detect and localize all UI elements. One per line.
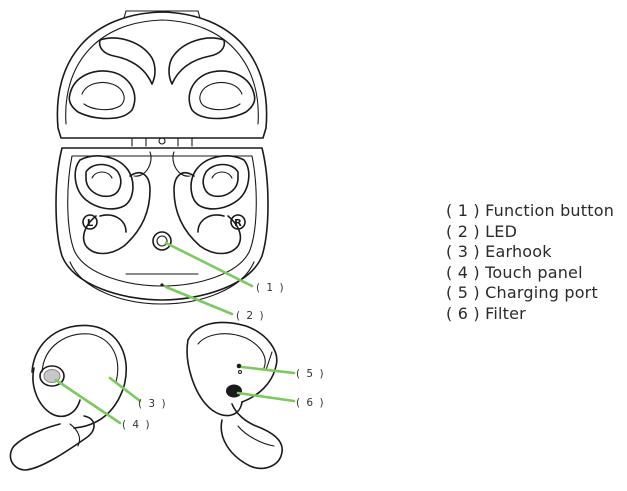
leader-2 <box>164 285 234 316</box>
parts-legend: ( 1 ) Function button ( 2 ) LED ( 3 ) Ea… <box>446 201 614 325</box>
legend-label: Charging port <box>485 283 598 303</box>
legend-item: ( 1 ) Function button <box>446 201 614 222</box>
leader-1 <box>164 241 254 288</box>
callout-4: ( 4 ) <box>122 419 151 431</box>
legend-item: ( 2 ) LED <box>446 222 614 243</box>
callout-2: ( 2 ) <box>236 310 265 322</box>
leader-5 <box>240 365 296 375</box>
leader-6 <box>236 391 296 403</box>
left-mark: L <box>87 218 94 229</box>
legend-item: ( 4 ) Touch panel <box>446 263 614 284</box>
legend-item: ( 3 ) Earhook <box>446 242 614 263</box>
left-earbud <box>9 324 128 471</box>
charging-case: L R <box>55 10 269 305</box>
right-mark: R <box>234 218 242 229</box>
leader-lines <box>54 241 296 425</box>
callout-3: ( 3 ) <box>138 398 167 410</box>
legend-num: ( 2 ) <box>446 221 480 241</box>
legend-label: Touch panel <box>485 262 583 282</box>
callout-5: ( 5 ) <box>296 368 325 380</box>
case-lid <box>56 10 268 147</box>
callout-6: ( 6 ) <box>296 397 325 409</box>
legend-label: LED <box>485 221 518 241</box>
right-marker <box>230 214 246 230</box>
legend-num: ( 5 ) <box>446 283 480 303</box>
callout-1: ( 1 ) <box>256 282 285 294</box>
legend-label: Earhook <box>485 242 552 262</box>
legend-label: Function button <box>485 201 615 220</box>
left-marker <box>82 214 98 230</box>
legend-num: ( 4 ) <box>446 262 480 282</box>
legend-num: ( 1 ) <box>446 201 480 220</box>
leader-3 <box>108 376 142 403</box>
right-earbud <box>186 321 283 470</box>
leader-4 <box>54 378 122 425</box>
legend-item: ( 5 ) Charging port <box>446 283 614 304</box>
legend-num: ( 3 ) <box>446 242 480 262</box>
legend-item: ( 6 ) Filter <box>446 304 614 325</box>
legend-num: ( 6 ) <box>446 303 480 323</box>
legend-label: Filter <box>485 303 526 323</box>
case-base <box>55 147 269 305</box>
